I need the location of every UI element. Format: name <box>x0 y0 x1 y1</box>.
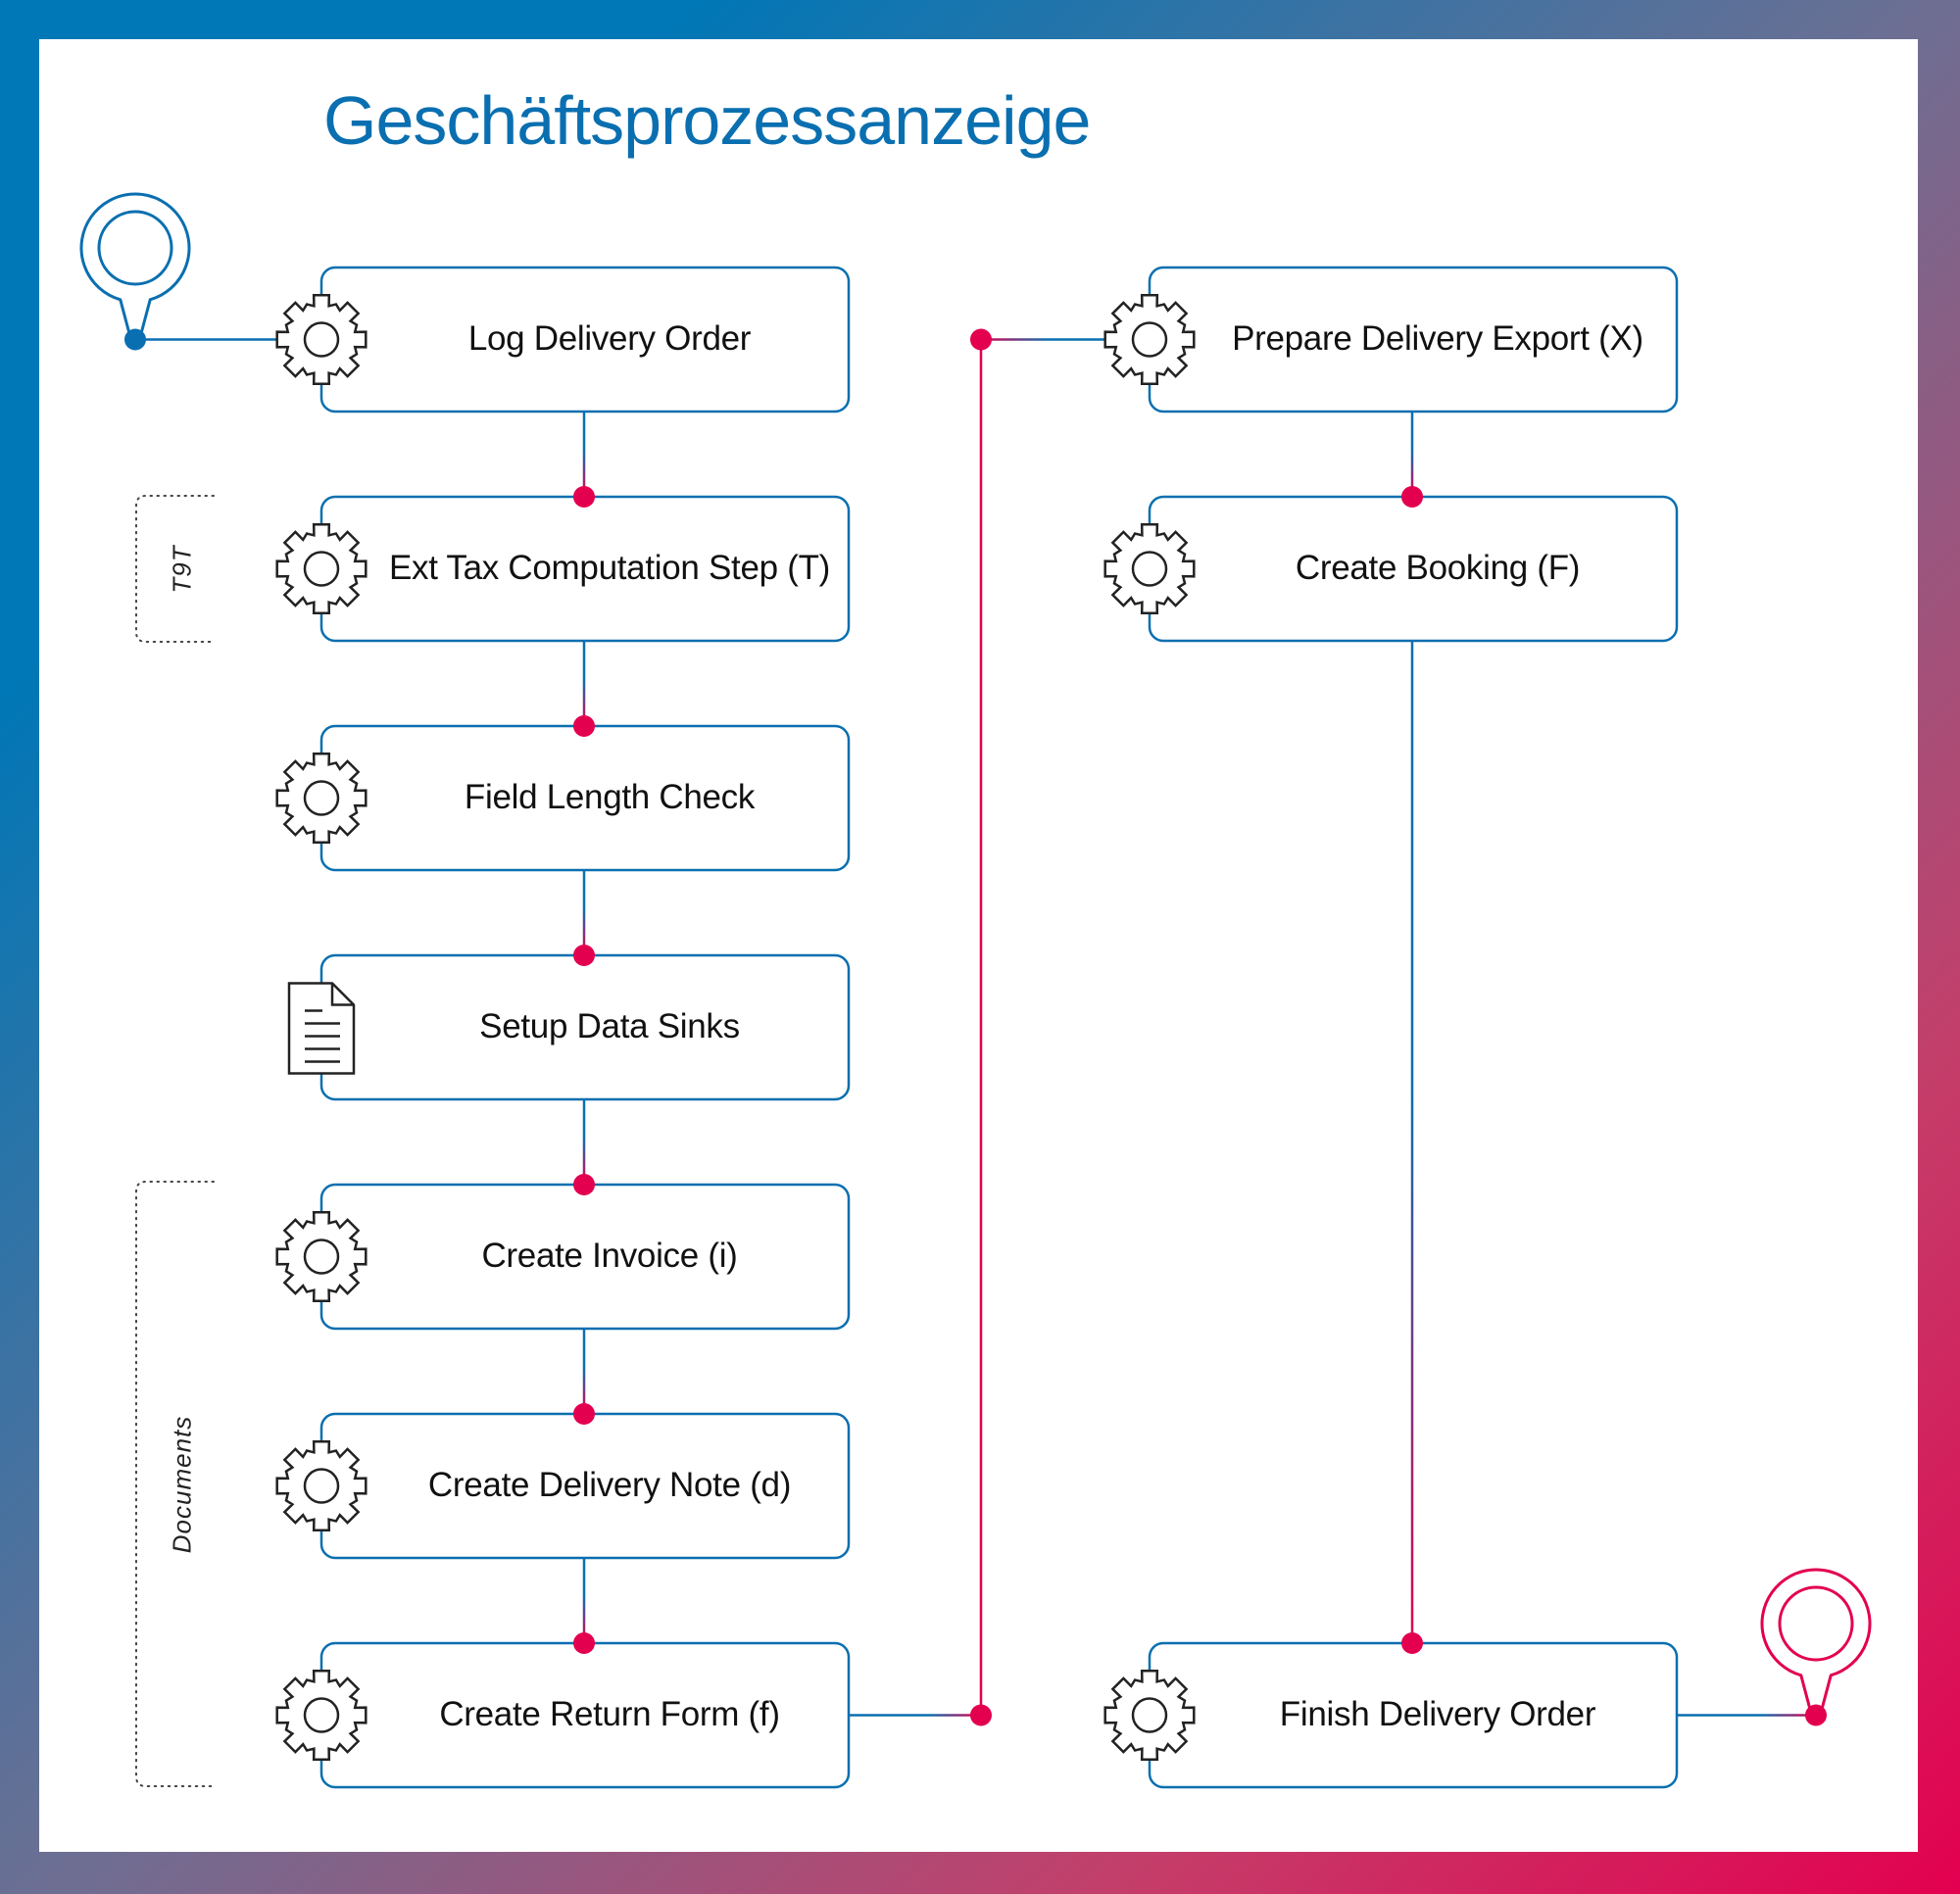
gear-icon <box>275 1210 368 1303</box>
document-icon <box>287 982 356 1075</box>
connector-dot <box>970 1704 992 1726</box>
connectors-layer <box>135 338 1817 1717</box>
gear-icon <box>1103 1669 1196 1762</box>
step-label: Field Length Check <box>464 777 756 816</box>
gear-icon <box>1103 293 1196 386</box>
gear-icon <box>275 522 368 615</box>
step-label: Ext Tax Computation Step (T) <box>388 548 831 587</box>
gear-icon <box>275 1439 368 1532</box>
connector-dot <box>573 486 595 508</box>
connector-dot <box>573 1174 595 1195</box>
markers-layer <box>79 192 1872 1726</box>
connector-dot <box>573 715 595 737</box>
gear-icon <box>275 752 368 845</box>
connector-dot <box>970 328 992 351</box>
step-label: Log Delivery Order <box>467 318 752 358</box>
connector-dot <box>573 945 595 966</box>
gear-icon <box>275 1669 368 1762</box>
gear-icon <box>1103 522 1196 615</box>
connector-dot <box>573 1403 595 1425</box>
connector-dot <box>1401 1632 1423 1654</box>
groups-layer <box>135 495 215 1787</box>
step-label: Create Invoice (i) <box>481 1236 738 1275</box>
steps-layer <box>275 266 1679 1789</box>
group-label: T9T <box>167 544 197 594</box>
end-marker-icon[interactable] <box>1760 1568 1872 1726</box>
step-label: Create Booking (F) <box>1295 548 1581 587</box>
group-bracket <box>135 1181 215 1787</box>
step-label: Create Return Form (f) <box>439 1694 780 1733</box>
start-marker-icon[interactable] <box>79 192 191 351</box>
step-label: Prepare Delivery Export (X) <box>1232 318 1643 358</box>
gear-icon <box>275 293 368 386</box>
connector-dot <box>573 1632 595 1654</box>
connector-dot <box>1401 486 1423 508</box>
page-title: Geschäftsprozessanzeige <box>323 82 1091 159</box>
group-label: Documents <box>166 1415 196 1553</box>
step-label: Create Delivery Note (d) <box>427 1465 792 1504</box>
step-label: Setup Data Sinks <box>479 1006 740 1045</box>
group-bracket <box>135 495 215 643</box>
step-label: Finish Delivery Order <box>1279 1694 1596 1733</box>
